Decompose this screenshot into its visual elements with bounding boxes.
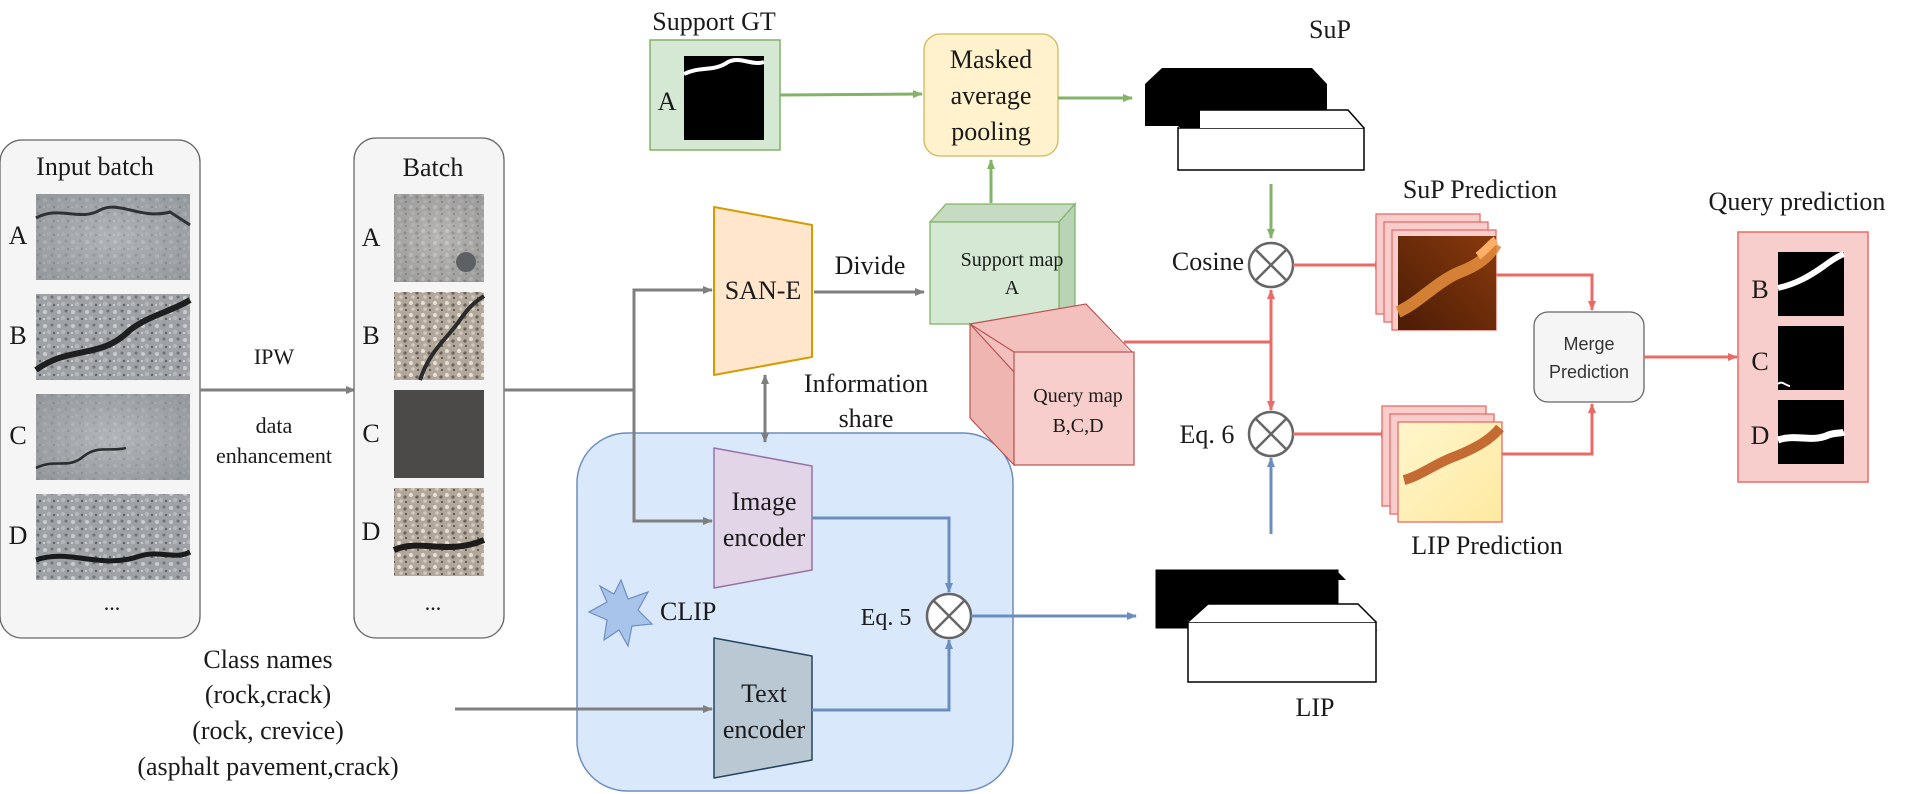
batch-image-c [394, 390, 484, 478]
eq5-label: Eq. 5 [861, 605, 912, 631]
query-map-cube: Query map B,C,D [969, 303, 1135, 467]
cosine-label: Cosine [1172, 247, 1244, 276]
text-encoder-line1: Text [741, 679, 788, 708]
batch-row-label-a: A [362, 223, 381, 252]
query-prediction-row-d: D [1751, 421, 1770, 450]
batch-ellipsis: ... [425, 590, 442, 615]
san-e-block: SAN-E [713, 206, 813, 376]
merge-line1: Merge [1563, 334, 1614, 354]
input-image-c [35, 394, 190, 480]
query-prediction-mask-c [1777, 326, 1844, 390]
eq5-multiply-node [925, 592, 973, 640]
text-encoder-to-eq5-arrow [812, 639, 953, 712]
image-encoder-line1: Image [732, 487, 797, 516]
query-prediction-box: B C D [1737, 231, 1869, 483]
eq6-multiply-node [1247, 410, 1295, 458]
query-map-line1: Query map [1033, 385, 1122, 407]
input-image-b [34, 294, 192, 380]
batch-image-d [392, 488, 486, 576]
lip-prediction-stack [1381, 405, 1504, 523]
support-gt-to-map-arrow [779, 90, 923, 99]
batch-row-label-c: C [362, 419, 379, 448]
support-map-line2: A [1005, 277, 1020, 299]
text-encoder-block: Text encoder [713, 637, 813, 779]
ipw-sub-line2: enhancement [216, 443, 332, 468]
image-encoder-line2: encoder [723, 523, 806, 552]
text-encoder-line2: encoder [723, 715, 806, 744]
sup-prediction-stack [1375, 213, 1502, 331]
query-prediction-mask-b [1777, 251, 1846, 316]
image-encoder-block: Image encoder [713, 447, 813, 589]
clip-label: CLIP [660, 597, 716, 626]
ipw-sub-line1: data [256, 413, 293, 438]
sup-label: SuP [1309, 15, 1351, 44]
support-map-line1: Support map [961, 249, 1064, 271]
input-row-label-b: B [9, 321, 26, 350]
class-name-item-2: (rock, crevice) [192, 716, 344, 745]
san-e-label: SAN-E [725, 276, 802, 305]
query-prediction-row-c: C [1751, 347, 1768, 376]
class-name-item-3: (asphalt pavement,crack) [137, 752, 398, 781]
batch-image-b [394, 292, 486, 381]
batch-row-label-b: B [362, 321, 379, 350]
support-gt-box [649, 39, 781, 151]
ipw-label: IPW [254, 344, 295, 369]
batch-panel: Batch A B C D ... [353, 137, 505, 639]
info-share-line2: share [839, 404, 894, 433]
support-gt-letter: A [658, 87, 677, 116]
batch-row-label-d: D [362, 517, 381, 546]
map-line1: Masked [950, 45, 1032, 74]
query-prediction-mask-d [1776, 400, 1846, 464]
sup-feature-blocks [1145, 68, 1365, 171]
input-row-label-d: D [9, 521, 28, 550]
lip-prediction-label: LIP Prediction [1411, 531, 1562, 560]
class-names-title: Class names [203, 645, 332, 674]
clip-star-icon [587, 578, 654, 648]
input-batch-title: Input batch [36, 152, 154, 181]
map-line3: pooling [951, 117, 1030, 146]
lip-feature-blocks [1155, 569, 1378, 683]
sup-prediction-to-merge-arrow [1496, 273, 1596, 311]
input-row-label-c: C [9, 421, 26, 450]
support-gt-title: Support GT [652, 7, 776, 36]
merge-line2: Prediction [1549, 362, 1629, 382]
class-name-item-1: (rock,crack) [205, 680, 331, 709]
batch-to-image-encoder-arrow [632, 390, 713, 525]
batch-to-san-arrow [504, 286, 713, 392]
query-map-line2: B,C,D [1052, 415, 1103, 437]
query-prediction-row-b: B [1751, 275, 1768, 304]
masked-average-pooling-block: Masked average pooling [923, 33, 1059, 157]
lip-label: LIP [1296, 693, 1335, 722]
info-share-line1: Information [804, 369, 928, 398]
sup-prediction-label: SuP Prediction [1403, 175, 1557, 204]
divide-label: Divide [835, 251, 906, 280]
input-batch-ellipsis: ... [104, 590, 121, 615]
batch-title: Batch [403, 153, 464, 182]
cosine-multiply-node [1247, 241, 1295, 289]
input-batch-panel: Input batch A B C D ... [0, 139, 201, 639]
batch-image-a [394, 194, 484, 282]
eq6-label: Eq. 6 [1180, 420, 1235, 449]
input-image-a [35, 194, 191, 280]
support-map-cube: Support map A [928, 202, 1077, 326]
map-line2: average [951, 81, 1032, 110]
query-prediction-title: Query prediction [1709, 187, 1886, 216]
image-encoder-to-eq5-arrow [812, 516, 953, 593]
input-image-d [35, 494, 192, 580]
input-row-label-a: A [9, 221, 28, 250]
merge-prediction-block: Merge Prediction [1533, 311, 1645, 403]
lip-prediction-to-merge-arrow [1502, 403, 1596, 456]
